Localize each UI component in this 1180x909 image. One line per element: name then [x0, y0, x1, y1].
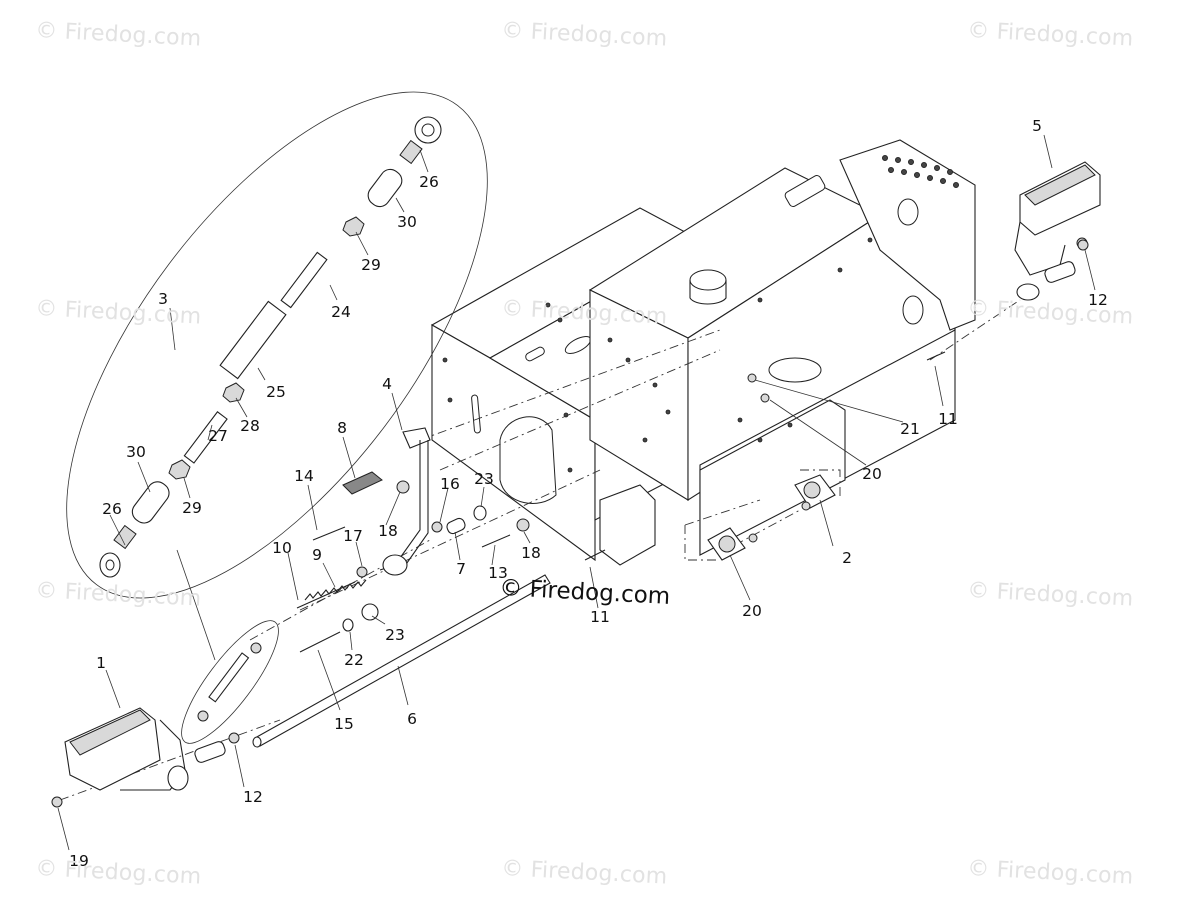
callout-21: 21 [900, 420, 920, 438]
callout-20b: 20 [742, 602, 762, 620]
bearing-flanges [707, 373, 836, 561]
callout-20a: 20 [862, 465, 882, 483]
callout-4: 4 [382, 375, 392, 393]
pedal-assembly [296, 351, 946, 653]
right-steering-arm [1014, 161, 1101, 301]
callout-labels: 1 2 3 4 5 6 7 8 9 10 11 11 12 12 13 14 1… [69, 117, 1108, 870]
callout-15: 15 [334, 715, 354, 733]
main-frame [430, 139, 976, 566]
callout-28: 28 [240, 417, 260, 435]
callout-30b: 30 [126, 443, 146, 461]
plate-holes [882, 154, 960, 188]
callout-11a: 11 [938, 410, 958, 428]
callout-6: 6 [407, 710, 417, 728]
leader-lines [57, 134, 1096, 851]
callout-18b: 18 [521, 544, 541, 562]
callout-12b: 12 [243, 788, 263, 806]
cross-shaft [228, 239, 1089, 748]
left-steering-arm [51, 707, 226, 808]
callout-23a: 23 [474, 470, 494, 488]
callout-24: 24 [331, 303, 351, 321]
callout-13: 13 [488, 564, 508, 582]
callout-30a: 30 [397, 213, 417, 231]
callout-27: 27 [208, 427, 228, 445]
callout-19: 19 [69, 852, 89, 870]
linkage-small-ellipse [181, 620, 279, 744]
callout-25: 25 [266, 383, 286, 401]
callout-12a: 12 [1088, 291, 1108, 309]
callout-16: 16 [440, 475, 460, 493]
callout-17: 17 [343, 527, 363, 545]
callout-9: 9 [312, 546, 322, 564]
callout-10: 10 [272, 539, 292, 557]
callout-23b: 23 [385, 626, 405, 644]
callout-29b: 29 [182, 499, 202, 517]
callout-5: 5 [1032, 117, 1042, 135]
callout-8: 8 [337, 419, 347, 437]
callout-3: 3 [158, 290, 168, 308]
linkage-detail-ellipse [66, 91, 488, 599]
callout-11b: 11 [590, 608, 610, 626]
callout-7: 7 [456, 560, 466, 578]
callout-1: 1 [96, 654, 106, 672]
callout-22: 22 [344, 651, 364, 669]
callout-26a: 26 [419, 173, 439, 191]
callout-18a: 18 [378, 522, 398, 540]
callout-29a: 29 [361, 256, 381, 274]
callout-26b: 26 [102, 500, 122, 518]
callout-2: 2 [842, 549, 852, 567]
callout-14: 14 [294, 467, 314, 485]
